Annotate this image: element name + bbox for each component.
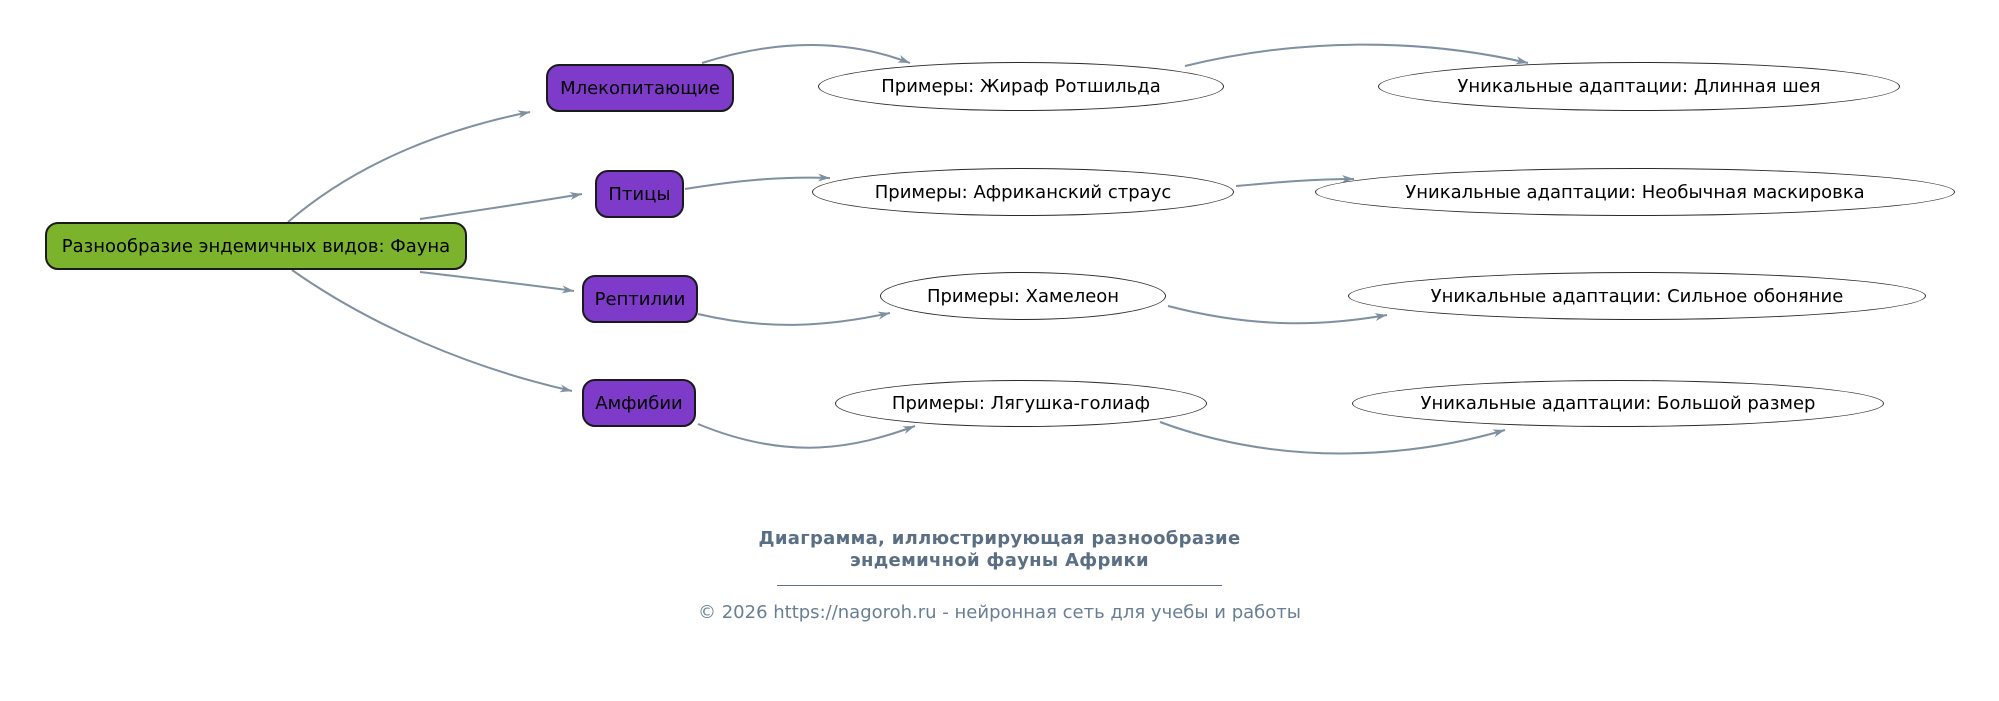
examples-node-reptiles: Примеры: Хамелеон: [880, 272, 1166, 320]
branch-node-mammals: Млекопитающие: [546, 64, 734, 112]
edge-birds-to-example: [684, 173, 831, 190]
edge-root-to-reptiles: [419, 271, 575, 294]
edge-root-to-mammals: [287, 110, 531, 223]
footer-divider: [777, 585, 1222, 586]
edge-mammals-to-example: [701, 44, 911, 64]
footer: Диаграмма, иллюстрирующая разнообразие э…: [0, 528, 1999, 623]
copyright-text: © 2026 https://nagoroh.ru - нейронная се…: [697, 602, 1301, 623]
root-node-fauna: Разнообразие эндемичных видов: Фауна: [45, 222, 467, 270]
caption-line-1: Диаграмма, иллюстрирующая разнообразие: [758, 528, 1241, 549]
examples-node-amphibians: Примеры: Лягушка-голиаф: [835, 380, 1207, 427]
examples-node-birds: Примеры: Африканский страус: [812, 168, 1234, 216]
adaptations-node-amphibians: Уникальные адаптации: Большой размер: [1352, 380, 1884, 427]
adaptations-node-mammals: Уникальные адаптации: Длинная шея: [1378, 62, 1900, 111]
edge-example-to-adaptation-3: [1167, 305, 1388, 325]
branch-node-birds: Птицы: [595, 170, 684, 218]
edge-example-to-adaptation-4: [1159, 421, 1506, 455]
diagram-caption: Диаграмма, иллюстрирующая разнообразие э…: [0, 528, 1999, 572]
examples-node-mammals: Примеры: Жираф Ротшильда: [818, 62, 1224, 111]
caption-line-2: эндемичной фауны Африки: [850, 550, 1149, 571]
branch-node-reptiles: Рептилии: [582, 275, 698, 323]
edge-example-to-adaptation-1: [1184, 43, 1529, 67]
edge-amphibians-to-example: [697, 423, 916, 449]
adaptations-node-birds: Уникальные адаптации: Необычная маскиров…: [1315, 168, 1955, 216]
adaptations-node-reptiles: Уникальные адаптации: Сильное обоняние: [1348, 272, 1926, 320]
edge-root-to-birds: [419, 192, 583, 220]
edge-reptiles-to-example: [697, 311, 891, 326]
edge-root-to-amphibians: [291, 269, 573, 393]
branch-node-amphibians: Амфибии: [582, 379, 696, 427]
